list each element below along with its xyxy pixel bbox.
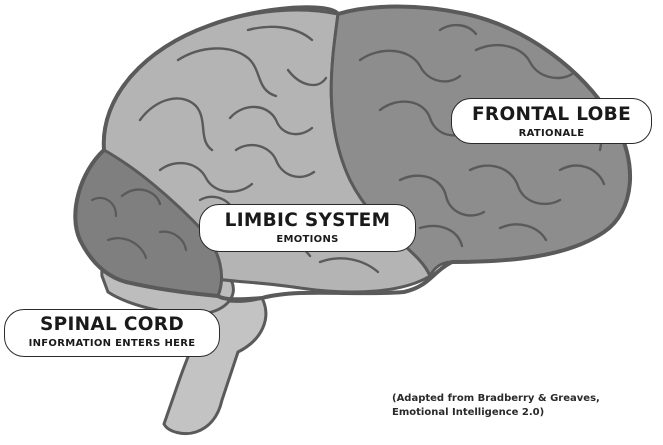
frontal-lobe-label: FRONTAL LOBE RATIONALE — [451, 98, 652, 144]
frontal-lobe-title: FRONTAL LOBE — [452, 105, 651, 125]
frontal-lobe-subtitle: RATIONALE — [452, 128, 651, 139]
citation-note: (Adapted from Bradberry & Greaves, Emoti… — [392, 392, 652, 419]
spinal-cord-subtitle: INFORMATION ENTERS HERE — [5, 338, 219, 349]
limbic-system-title: LIMBIC SYSTEM — [200, 211, 415, 231]
citation-line-2: Emotional Intelligence 2.0) — [392, 406, 652, 420]
limbic-system-subtitle: EMOTIONS — [200, 234, 415, 245]
spinal-cord-title: SPINAL CORD — [5, 315, 219, 335]
citation-line-1: (Adapted from Bradberry & Greaves, — [392, 392, 652, 406]
limbic-system-label: LIMBIC SYSTEM EMOTIONS — [199, 204, 416, 252]
spinal-cord-label: SPINAL CORD INFORMATION ENTERS HERE — [4, 309, 220, 357]
